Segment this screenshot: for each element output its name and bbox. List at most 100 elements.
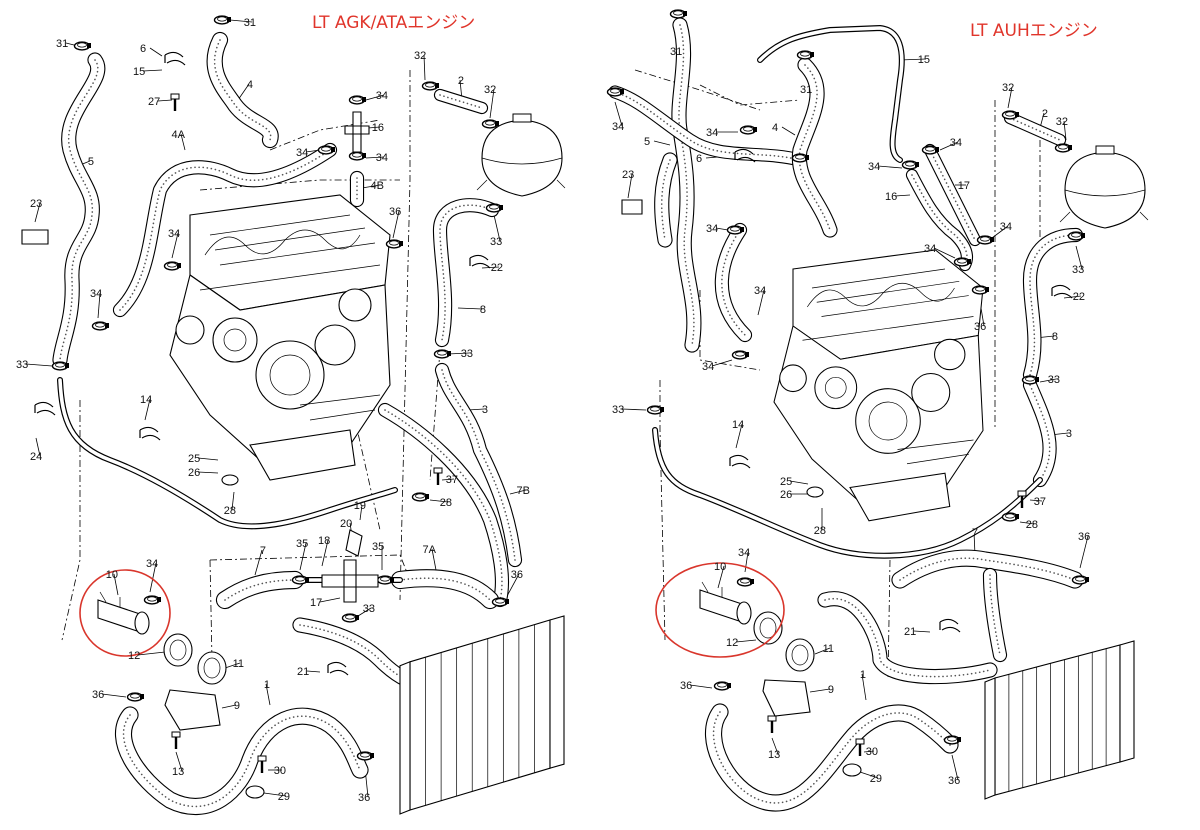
hose-3-left	[434, 362, 523, 568]
hose-34-right-texture	[721, 229, 746, 336]
leader-l7	[254, 549, 263, 576]
engine-left-pulley-aux	[314, 324, 356, 366]
expansion-tank-left-body	[481, 119, 563, 197]
hose-4-right-texture	[798, 64, 831, 231]
tee-16-left	[344, 111, 370, 153]
expansion-tank-right-outlet	[1059, 211, 1149, 223]
hose-3-right-texture	[1029, 384, 1051, 481]
title-right: LT AUHエンジン	[970, 21, 1098, 41]
leader-r16	[894, 194, 911, 197]
engine-right-ribs	[802, 268, 974, 465]
clamp-32b-left-inner	[485, 120, 495, 126]
part-label-r7: 7	[972, 527, 978, 539]
clamp-31a-right-screw	[683, 11, 687, 16]
leader-r36c	[689, 684, 713, 689]
part-label-l2: 2	[458, 75, 464, 87]
leader-l27	[157, 99, 173, 102]
radiator-right-tank-left	[984, 677, 996, 800]
clamp-35a-left-inner	[295, 576, 305, 582]
part-label-l33b: 33	[461, 348, 473, 360]
hose-4a-left-texture	[119, 149, 331, 311]
part-label-l14: 14	[140, 394, 152, 406]
hose-5b-right	[654, 152, 678, 248]
part-label-r34a: 34	[612, 121, 624, 133]
clamp-34f-left-inner	[147, 596, 157, 602]
part-label-r36a: 36	[974, 321, 986, 333]
clamp-33d-left-inner	[345, 614, 355, 620]
pump-10-right-ports	[701, 581, 723, 597]
leader-l11	[224, 662, 241, 669]
leader-r11	[814, 647, 831, 655]
part-label-l1: 1	[264, 679, 270, 691]
clamp-33c-right-inner	[650, 406, 660, 412]
tank-23-right	[621, 199, 643, 215]
leader-r34c	[715, 227, 729, 231]
clamp-33a-left-screw	[499, 205, 503, 210]
leader-l33d	[357, 607, 372, 617]
clamp-36b-left-inner	[495, 598, 505, 604]
engine-left-pulley-main	[255, 340, 325, 410]
part-label-l19: 19	[354, 500, 366, 512]
part-label-r31a: 31	[670, 46, 682, 58]
part-label-l32a: 32	[414, 50, 426, 62]
clamp-28-left-inner	[415, 493, 425, 499]
plate-9-right	[762, 679, 811, 717]
dash-left-2	[399, 70, 411, 601]
clamp-33b-left-inner	[437, 350, 447, 356]
leader-l19	[359, 504, 363, 521]
pump-10-right-cap	[736, 601, 752, 625]
clamp-36b-left	[491, 597, 509, 607]
part-label-r34d: 34	[950, 137, 962, 149]
bracket-14-right	[729, 454, 751, 469]
clamp-34e-right-screw	[740, 227, 744, 232]
engine-right-pulley-aux	[911, 372, 951, 413]
part-label-r28b: 28	[814, 525, 826, 537]
part-label-l31a: 31	[56, 38, 68, 50]
part-label-l35b: 35	[372, 541, 384, 553]
leader-l36c	[101, 693, 127, 698]
radiator-right	[984, 640, 1135, 800]
clamp-34c-left	[348, 151, 366, 161]
part-label-l21: 21	[297, 666, 309, 678]
part-label-r30: 30	[866, 746, 878, 758]
part-label-r14: 14	[732, 419, 744, 431]
clamp-32a-left	[421, 81, 439, 91]
part-label-l32b: 32	[484, 84, 496, 96]
bracket-24-left	[34, 401, 56, 416]
part-label-r23: 23	[622, 169, 634, 181]
part-label-l9: 9	[234, 700, 240, 712]
hose-34-right	[714, 222, 753, 343]
hose-16-right-texture	[911, 174, 968, 266]
part-label-r33c: 33	[612, 404, 624, 416]
engine-right-pulley-main	[855, 388, 921, 454]
leader-r29	[859, 771, 879, 779]
hose-8-left	[432, 198, 500, 348]
leader-l21	[306, 670, 321, 673]
clamp-34d-left	[163, 261, 181, 271]
clamp-32a-right-screw	[1015, 112, 1019, 117]
part-label-l4: 4	[247, 79, 253, 91]
part-label-l24: 24	[30, 451, 42, 463]
part-label-l7: 7	[260, 545, 266, 557]
part-label-l34a: 34	[296, 147, 308, 159]
clamp-31b-left	[213, 15, 231, 25]
bracket-6-right-clip	[734, 148, 756, 163]
leader-l32b	[489, 88, 495, 119]
hose-7b-left	[377, 402, 510, 608]
radiator-right-fins	[1008, 648, 1107, 792]
clamp-33b-left-screw	[447, 351, 451, 356]
hose-2-left	[433, 88, 489, 115]
part-label-r34j: 34	[738, 547, 750, 559]
part-label-l26: 26	[188, 467, 200, 479]
hose-7-left-fill	[217, 572, 303, 608]
clamp-36b-right-screw	[1085, 577, 1089, 582]
bracket-21-left	[327, 661, 349, 676]
clamp-36c-left-inner	[130, 693, 140, 699]
part-label-l36a: 36	[389, 206, 401, 218]
hose-7a-left	[390, 569, 500, 610]
leader-l33b	[447, 352, 470, 355]
clamp-33b-right-screw	[1035, 377, 1039, 382]
clamp-34i-right-inner	[735, 351, 745, 357]
